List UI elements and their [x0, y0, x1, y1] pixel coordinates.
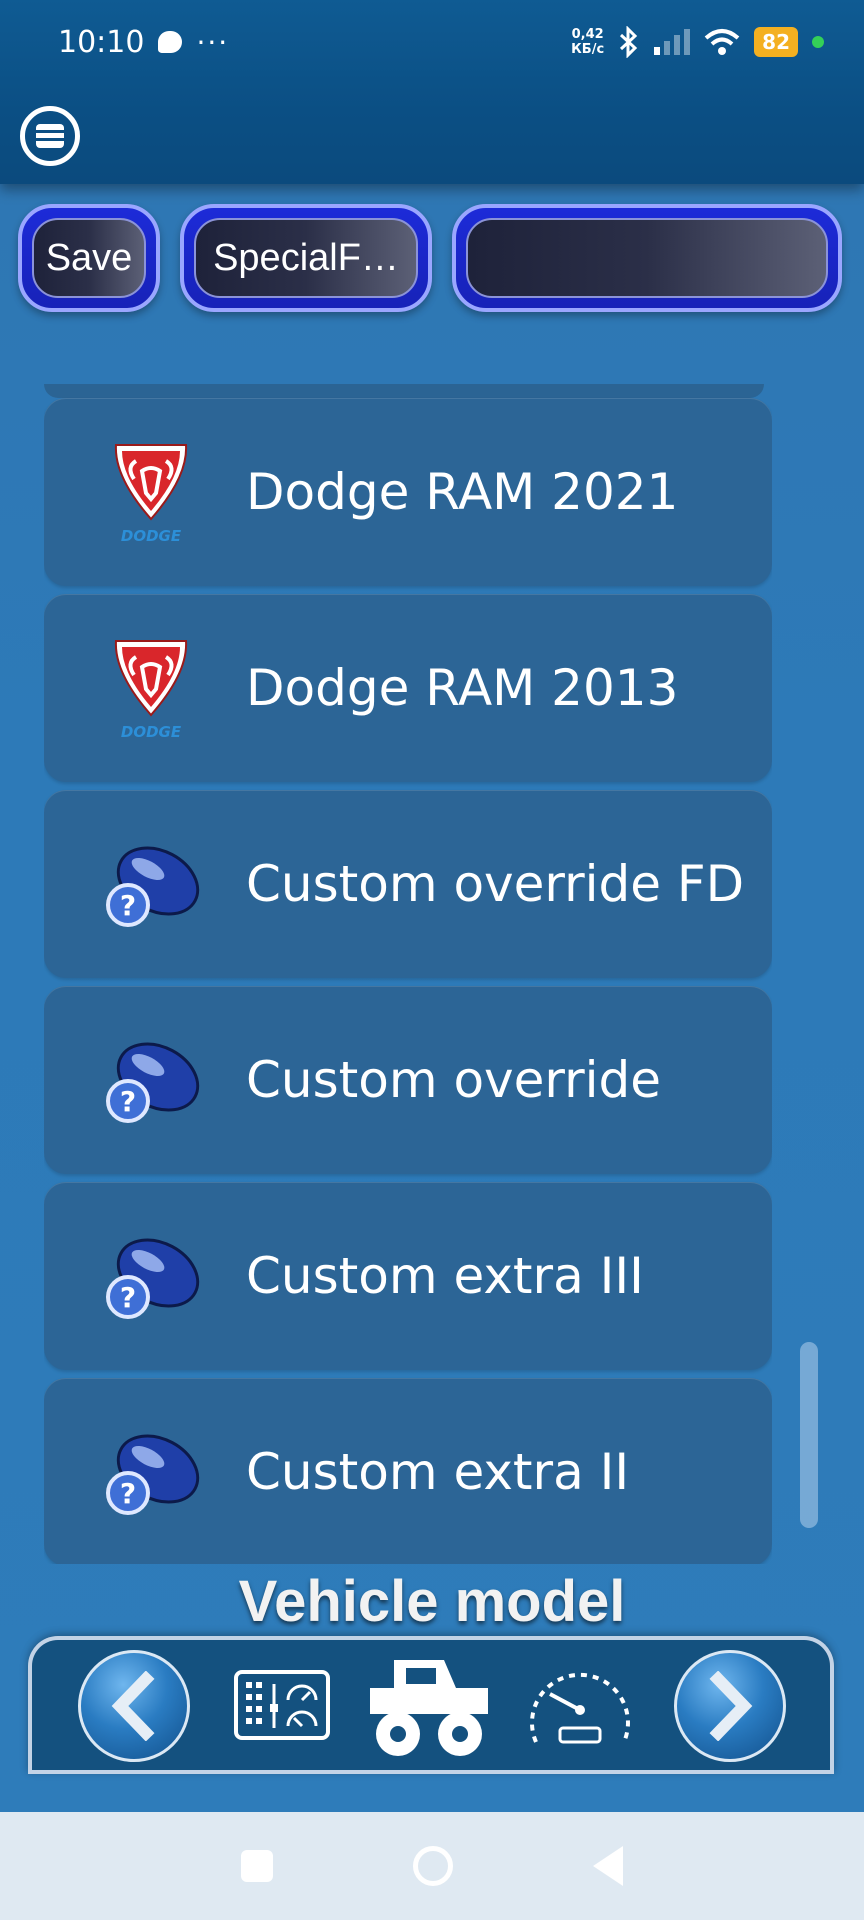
- list-item[interactable]: DODGE Dodge RAM 2021: [44, 398, 772, 586]
- bottom-bar-divider: [28, 1770, 834, 1774]
- signal-strength-icon: [654, 29, 691, 55]
- speedometer-icon[interactable]: [522, 1656, 638, 1756]
- vehicle-truck-icon[interactable]: [364, 1650, 494, 1758]
- dodge-logo-icon: DODGE: [114, 444, 188, 545]
- save-button[interactable]: Save: [18, 204, 160, 312]
- hamburger-menu-icon: [36, 124, 64, 148]
- list-item[interactable]: ? Custom extra III: [44, 1182, 772, 1370]
- list-item[interactable]: ? Custom override FD: [44, 790, 772, 978]
- battery-indicator: 82: [754, 27, 798, 57]
- list-item-label: Custom override FD: [246, 855, 745, 913]
- system-navigation-bar: [0, 1812, 864, 1920]
- dashboard-settings-icon[interactable]: [234, 1670, 330, 1740]
- svg-text:?: ?: [120, 1281, 136, 1314]
- mouse-help-icon: ?: [106, 1238, 200, 1319]
- special-functions-button[interactable]: SpecialF…: [180, 204, 432, 312]
- save-button-label: Save: [32, 218, 146, 298]
- network-speed-unit: КБ/с: [571, 42, 605, 57]
- blank-button[interactable]: [452, 204, 842, 312]
- list-item-label: Dodge RAM 2021: [246, 463, 679, 521]
- more-notifications-icon: ···: [196, 25, 230, 59]
- recent-apps-icon[interactable]: [241, 1850, 273, 1882]
- wifi-icon: [704, 29, 740, 55]
- svg-text:?: ?: [120, 1085, 136, 1118]
- list-item-label: Custom extra II: [246, 1443, 630, 1501]
- svg-text:DODGE: DODGE: [121, 527, 182, 545]
- svg-text:DODGE: DODGE: [121, 723, 182, 741]
- network-speed: 0,42 КБ/с: [571, 27, 604, 57]
- dodge-logo-icon: DODGE: [114, 640, 188, 741]
- list-item[interactable]: ? Custom extra II: [44, 1378, 772, 1564]
- menu-button[interactable]: [20, 106, 80, 166]
- mouse-help-icon: ?: [106, 1042, 200, 1123]
- privacy-dot-icon: [812, 36, 824, 48]
- chevron-right-icon: [709, 1671, 753, 1741]
- status-time: 10:10: [58, 24, 145, 60]
- mouse-help-icon: ?: [106, 1434, 200, 1515]
- list-item-label: Custom override: [246, 1051, 662, 1109]
- list-item-label: Dodge RAM 2013: [246, 659, 679, 717]
- chevron-left-icon: [111, 1671, 155, 1741]
- network-speed-value: 0,42: [571, 27, 604, 42]
- list-scrollbar[interactable]: [800, 1342, 818, 1528]
- message-notification-icon: [158, 31, 183, 53]
- bluetooth-icon: [620, 26, 638, 58]
- mouse-help-icon: ?: [106, 846, 200, 927]
- home-icon[interactable]: [413, 1846, 453, 1886]
- status-bar: 10:10 ··· 0,42 КБ/с 82: [0, 0, 864, 84]
- blank-button-label: [466, 218, 828, 298]
- app-header: 10:10 ··· 0,42 КБ/с 82: [0, 0, 864, 184]
- svg-text:?: ?: [120, 1477, 136, 1510]
- special-functions-label: SpecialF…: [194, 218, 418, 298]
- list-item[interactable]: DODGE Dodge RAM 2013: [44, 594, 772, 782]
- svg-text:?: ?: [120, 889, 136, 922]
- list-item-label: Custom extra III: [246, 1247, 644, 1305]
- page-title: Vehicle model: [238, 1569, 626, 1634]
- next-button[interactable]: [674, 1650, 786, 1762]
- vehicle-model-list[interactable]: DODGE Dodge RAM 2021 DODGE Dodge RAM 201…: [44, 388, 772, 1564]
- previous-button[interactable]: [78, 1650, 190, 1762]
- back-icon[interactable]: [593, 1846, 623, 1886]
- list-item[interactable]: ? Custom override: [44, 986, 772, 1174]
- list-item-partial: [44, 384, 764, 398]
